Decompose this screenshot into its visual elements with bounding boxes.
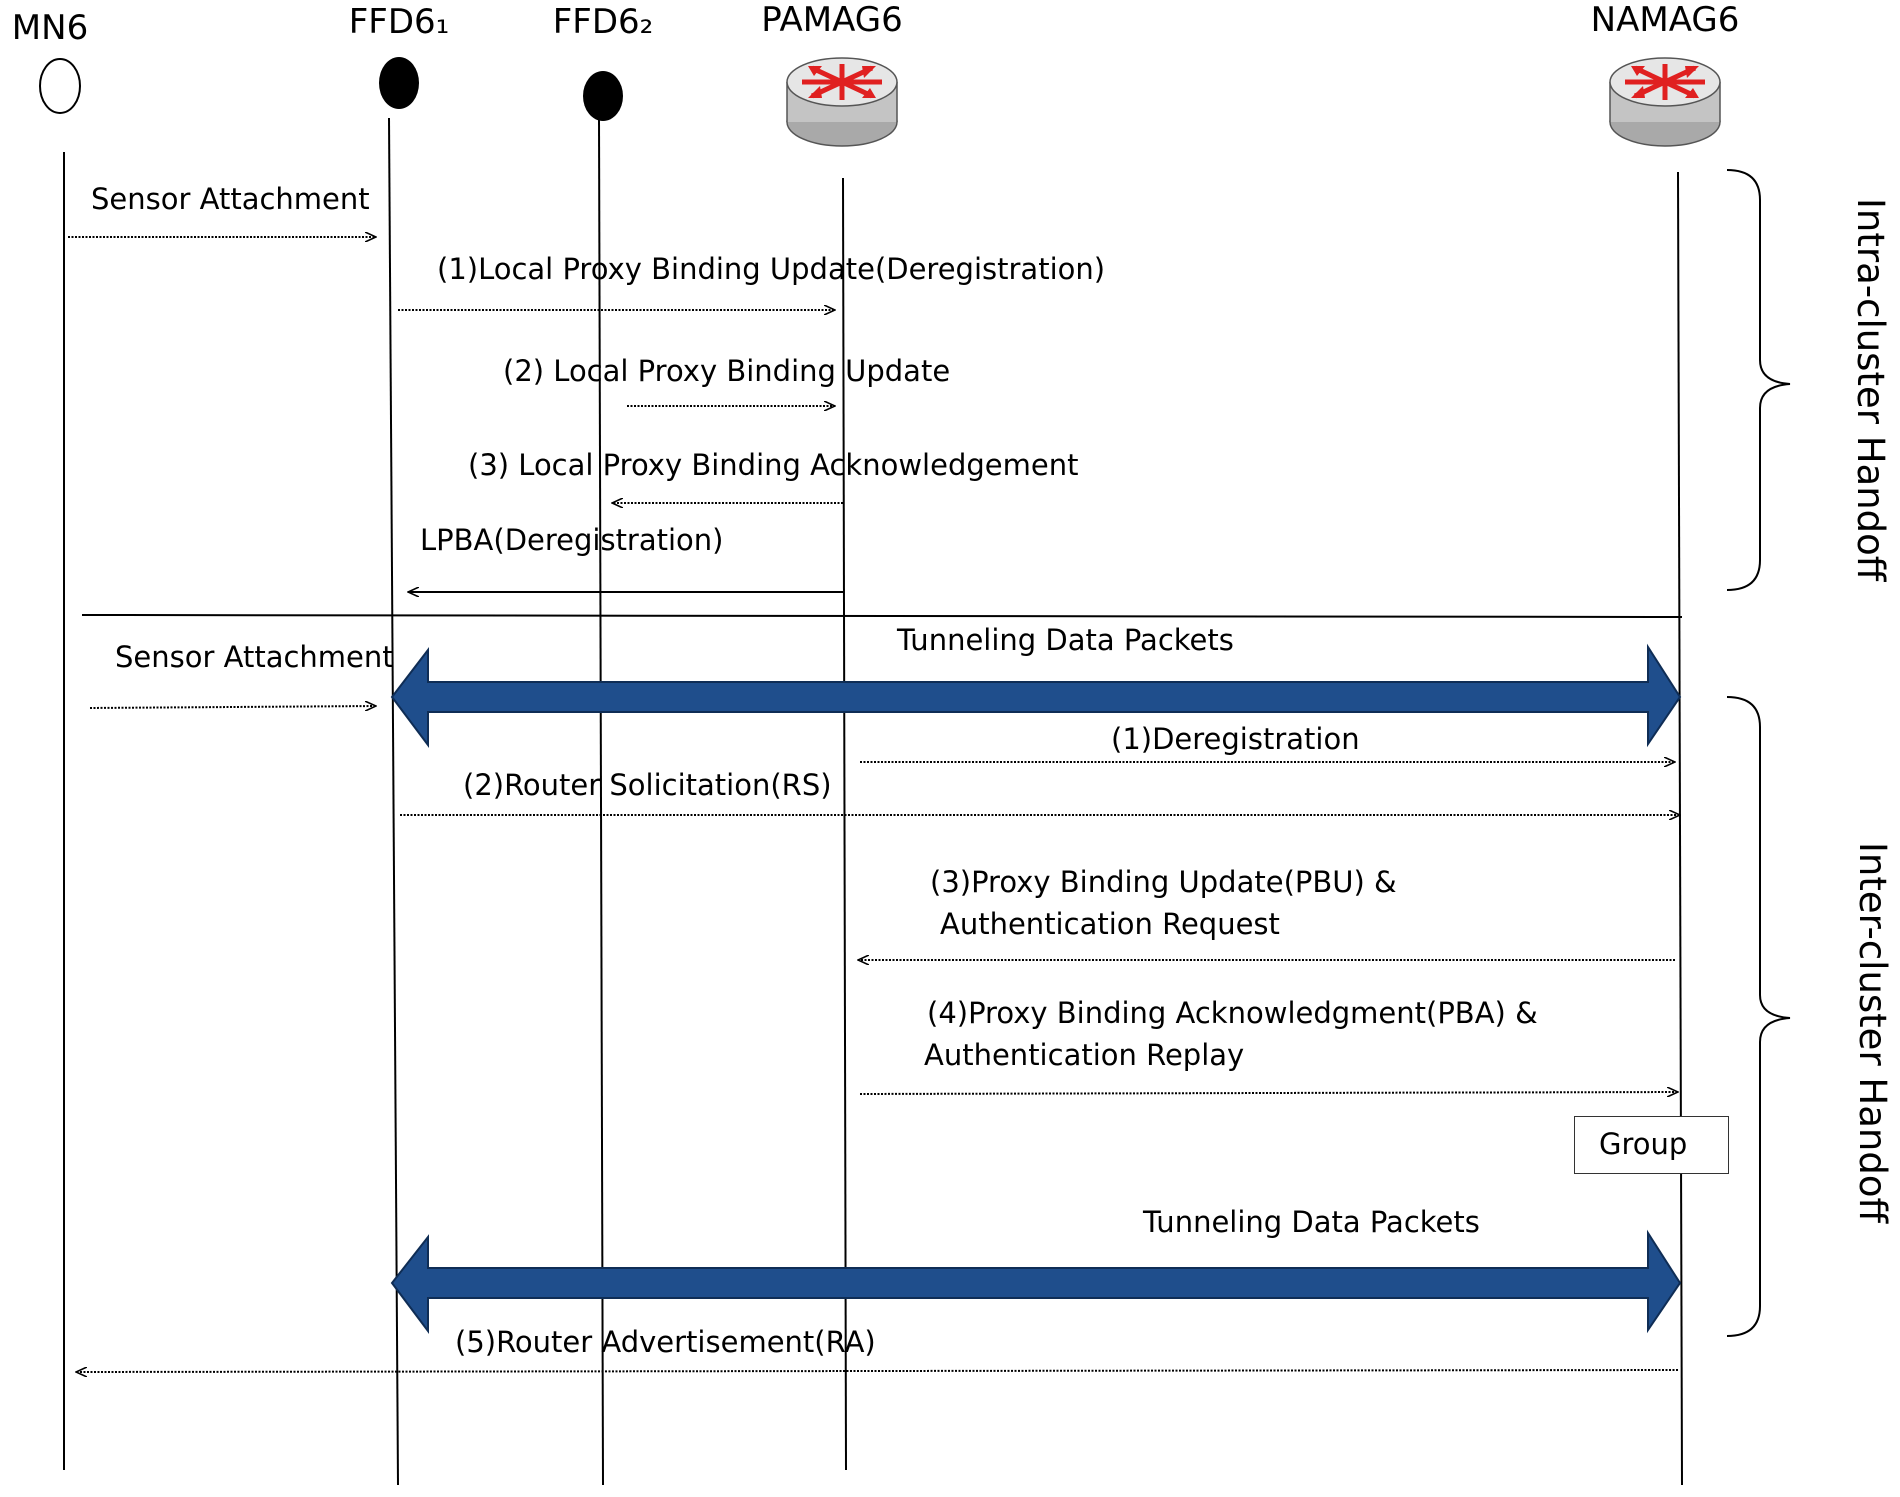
tunneling-label-2: Tunneling Data Packets bbox=[1143, 1205, 1480, 1239]
section-separator bbox=[81, 614, 1683, 618]
inter-step2-label: (2)Router Solicitation(RS) bbox=[463, 768, 832, 802]
mn6-node bbox=[39, 58, 81, 114]
ffd61-node bbox=[379, 57, 419, 109]
ffd62-node bbox=[583, 71, 623, 121]
inter-step4-label-line2: Authentication Replay bbox=[924, 1038, 1245, 1072]
intra-step1-label: (1)Local Proxy Binding Update(Deregistra… bbox=[437, 252, 1106, 286]
mn6-label: MN6 bbox=[11, 8, 89, 48]
inter-cluster-brace bbox=[1726, 696, 1791, 1337]
inter-step4-label-line1: (4)Proxy Binding Acknowledgment(PBA) & bbox=[927, 996, 1538, 1030]
inter-step5-label: (5)Router Advertisement(RA) bbox=[455, 1325, 876, 1359]
namag6-lifeline bbox=[1677, 171, 1683, 1486]
tunnel-arrow-2 bbox=[390, 1229, 1682, 1334]
inter-step5-arrow bbox=[76, 1370, 1679, 1372]
tunneling-label-1: Tunneling Data Packets bbox=[897, 623, 1234, 657]
pamag6-router-icon bbox=[787, 58, 897, 146]
inter-step1-label: (1)Deregistration bbox=[1111, 722, 1360, 756]
ffd62-label: FFD6₂ bbox=[552, 2, 654, 42]
ffd62-lifeline bbox=[598, 119, 604, 1486]
inter-step3-label-line1: (3)Proxy Binding Update(PBU) & bbox=[930, 865, 1397, 899]
tunnel-arrow-1 bbox=[390, 643, 1682, 748]
namag6-router-icon bbox=[1610, 58, 1720, 146]
inter-cluster-handoff-label: Inter-cluster Handoff bbox=[1851, 842, 1894, 1223]
inter-step4-arrow bbox=[859, 1092, 1678, 1094]
inter-step3-label-line2: Authentication Request bbox=[940, 907, 1280, 941]
intra-cluster-brace bbox=[1726, 169, 1791, 591]
intra-lpba-label: LPBA(Deregistration) bbox=[420, 523, 724, 557]
namag6-label: NAMAG6 bbox=[1590, 0, 1740, 40]
inter-sensor-attachment-arrow bbox=[89, 706, 376, 708]
pamag6-label: PAMAG6 bbox=[761, 0, 903, 40]
inter-sensor-attachment-label: Sensor Attachment bbox=[115, 640, 394, 674]
intra-sensor-attachment-label: Sensor Attachment bbox=[91, 182, 370, 216]
ffd61-lifeline bbox=[388, 117, 399, 1486]
group-box: Group bbox=[1574, 1116, 1729, 1174]
intra-step2-label: (2) Local Proxy Binding Update bbox=[503, 354, 951, 388]
intra-step3-label: (3) Local Proxy Binding Acknowledgement bbox=[468, 448, 1079, 482]
intra-cluster-handoff-label: Intra-cluster Handoff bbox=[1849, 198, 1892, 582]
ffd61-label: FFD6₁ bbox=[348, 2, 450, 42]
pamag6-lifeline bbox=[842, 177, 847, 1471]
